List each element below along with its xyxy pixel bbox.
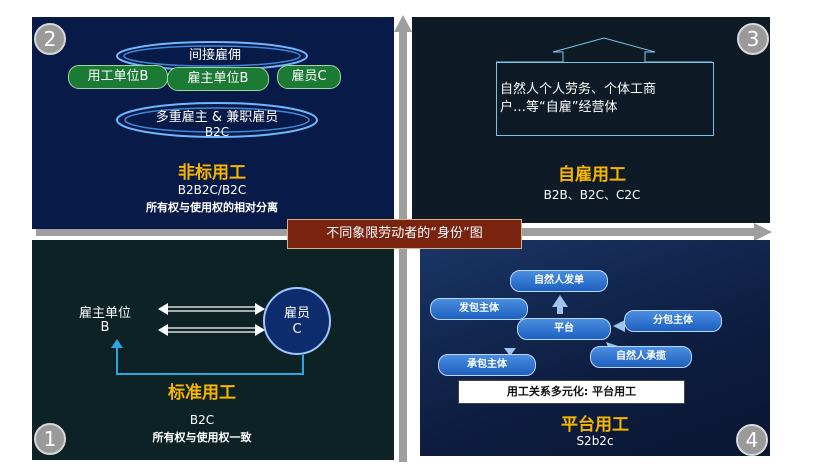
multiple-employers-label: 多重雇主 & 兼职雇员 (155, 110, 279, 125)
quadrant-3: 3 自雇用工 B2B、B2C、C2C (412, 17, 770, 223)
node-contractor: 发包主体 (430, 298, 528, 320)
center-caption: 不同象限劳动者的“身份”图 (287, 219, 522, 249)
vertical-axis-arrow-icon (394, 15, 412, 32)
employer-unit-b-pill: 用工单位B (68, 65, 168, 89)
indirect-employment-ellipses (116, 41, 318, 138)
node-subcontract: 分包主体 (624, 310, 722, 332)
arrow-down-left-icon (504, 348, 516, 356)
employer-code: B (100, 320, 110, 335)
quadrant-1: 1 雇主单位 B 雇员 C 标准用工 B2C 所有权与使用权一致 (32, 240, 394, 460)
quadrant-title: 平台用工 (561, 415, 629, 435)
connector-arrow-icon (111, 339, 123, 348)
node-platform: 平台 (517, 318, 611, 340)
quadrant-model: B2B、B2C、C2C (543, 188, 641, 202)
self-employed-text-line1: 自然人个人劳务、个体工商 (500, 82, 657, 97)
relation-diversified-box: 用工关系多元化: 平台用工 (458, 380, 685, 404)
node-undertaker: 承包主体 (438, 354, 536, 376)
employee-circle (263, 287, 331, 355)
up-arrow-icon (496, 37, 712, 63)
host-unit-b-pill: 雇主单位B (167, 67, 269, 91)
employee-c-pill: 雇员C (277, 65, 341, 89)
horizontal-axis-arrow-icon (754, 223, 772, 241)
arrow-right-icon (255, 303, 265, 315)
quadrant-number: 2 (34, 23, 66, 55)
node-natural-take: 自然人承揽 (590, 346, 692, 368)
employee-label: 雇员 (283, 306, 310, 321)
self-employed-box (496, 62, 714, 136)
node-natural-issue: 自然人发单 (510, 270, 608, 292)
quadrant-2: 2 间接雇佣 用工单位B 雇主单位B 雇员C 多重雇主 & 兼职雇员 B2C 非… (32, 17, 394, 229)
quadrant-number: 1 (34, 423, 66, 455)
employer-label: 雇主单位 (78, 306, 131, 321)
arrow-right-icon (613, 320, 625, 332)
self-employed-text-line2: 户…等“自雇”经营体 (500, 100, 618, 115)
arrow-left-icon (158, 303, 168, 315)
quadrant-description: 所有权与使用权的相对分离 (146, 201, 278, 214)
quadrant-model: S2b2c (576, 434, 614, 448)
connector-line (116, 347, 304, 375)
quadrant-number: 3 (737, 23, 769, 55)
quadrant-title: 非标用工 (178, 163, 246, 183)
indirect-employment-label: 间接雇佣 (188, 48, 241, 63)
quadrant-number: 4 (736, 424, 768, 456)
standard-employment-diagram (111, 287, 331, 375)
lower-ellipse (116, 102, 318, 138)
quadrant-model: B2B2C/B2C (177, 183, 247, 197)
quadrant-title: 自雇用工 (558, 165, 626, 185)
upper-ellipse-inner (123, 45, 301, 67)
quadrant-model: B2C (189, 413, 215, 427)
arrow-up-icon (552, 295, 568, 307)
lower-ellipse-inner (124, 107, 310, 133)
b2c-label: B2C (204, 125, 230, 139)
quadrant-title: 标准用工 (168, 383, 236, 403)
employee-code: C (292, 322, 302, 337)
quadrant-4: 4 自然人发单 发包主体 平台 分包主体 承包主体 自然人承揽 平台用工 S2b… (420, 240, 770, 456)
quadrant-description: 所有权与使用权一致 (152, 431, 252, 444)
